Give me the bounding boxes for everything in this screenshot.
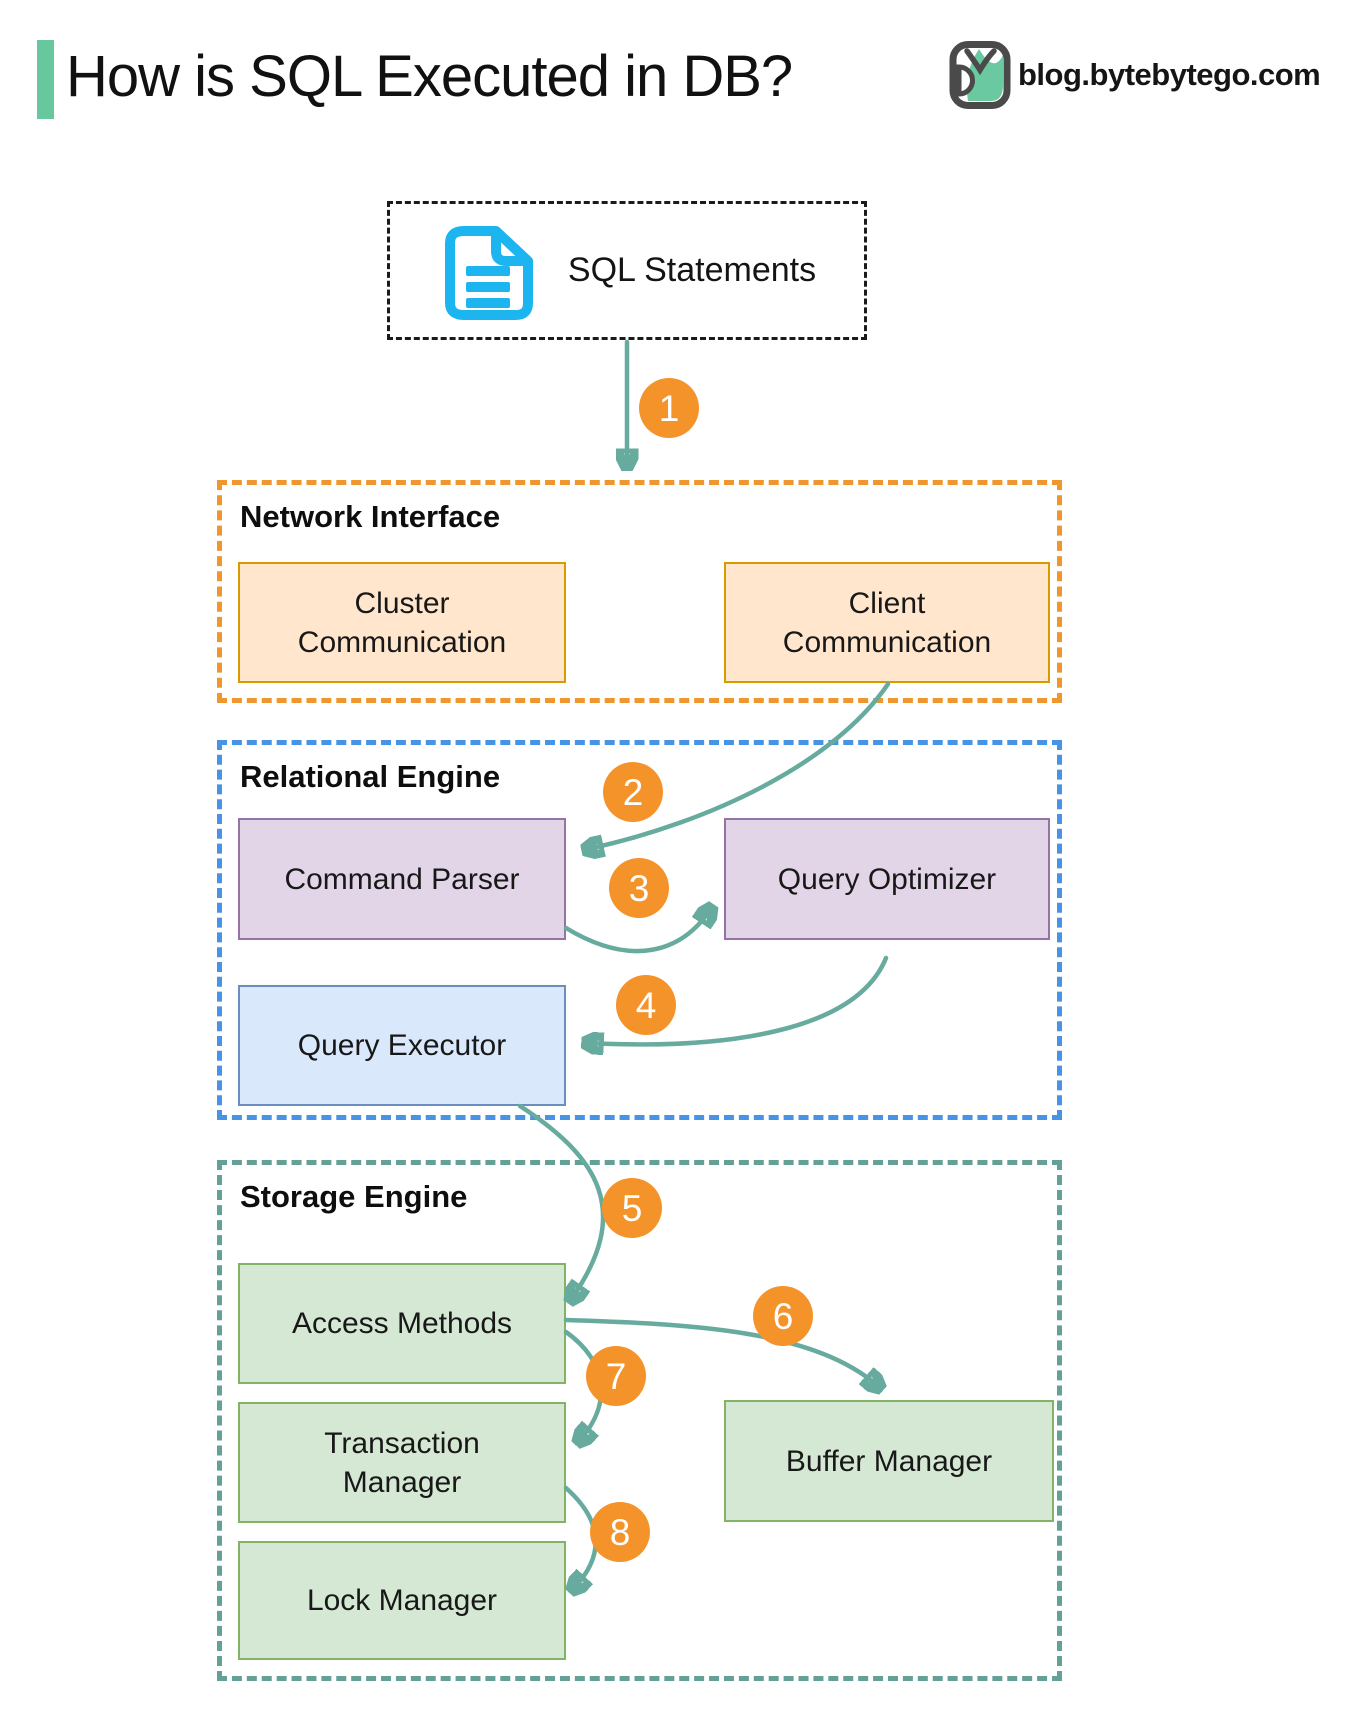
- sql-statements-node: SQL Statements: [387, 201, 867, 340]
- step-badge-1: 1: [639, 378, 699, 438]
- section-storage-engine: Storage Engine: [217, 1160, 1062, 1681]
- node-cluster-communication: Cluster Communication: [238, 562, 566, 683]
- title-accent-bar: [37, 40, 54, 119]
- node-transaction-manager: Transaction Manager: [238, 1402, 566, 1523]
- node-buffer-manager: Buffer Manager: [724, 1400, 1054, 1522]
- step-badge-7: 7: [586, 1346, 646, 1406]
- page-title: How is SQL Executed in DB?: [66, 44, 793, 109]
- node-query-executor: Query Executor: [238, 985, 566, 1106]
- bytebytego-logo-icon: [949, 41, 1011, 109]
- step-badge-4: 4: [616, 975, 676, 1035]
- section-network-interface-label: Network Interface: [240, 499, 501, 534]
- node-access-methods: Access Methods: [238, 1263, 566, 1384]
- step-badge-2: 2: [603, 762, 663, 822]
- node-command-parser: Command Parser: [238, 818, 566, 940]
- brand: blog.bytebytego.com: [948, 40, 1321, 110]
- node-query-optimizer: Query Optimizer: [724, 818, 1050, 940]
- step-badge-5: 5: [602, 1178, 662, 1238]
- sql-statements-label: SQL Statements: [567, 251, 817, 289]
- brand-url: blog.bytebytego.com: [1018, 57, 1321, 92]
- section-storage-engine-label: Storage Engine: [240, 1179, 468, 1214]
- section-relational-engine-label: Relational Engine: [240, 759, 501, 794]
- step-badge-8: 8: [590, 1502, 650, 1562]
- node-client-communication: Client Communication: [724, 562, 1050, 683]
- document-icon: [444, 225, 533, 320]
- node-lock-manager: Lock Manager: [238, 1541, 566, 1660]
- step-badge-3: 3: [609, 858, 669, 918]
- step-badge-6: 6: [753, 1286, 813, 1346]
